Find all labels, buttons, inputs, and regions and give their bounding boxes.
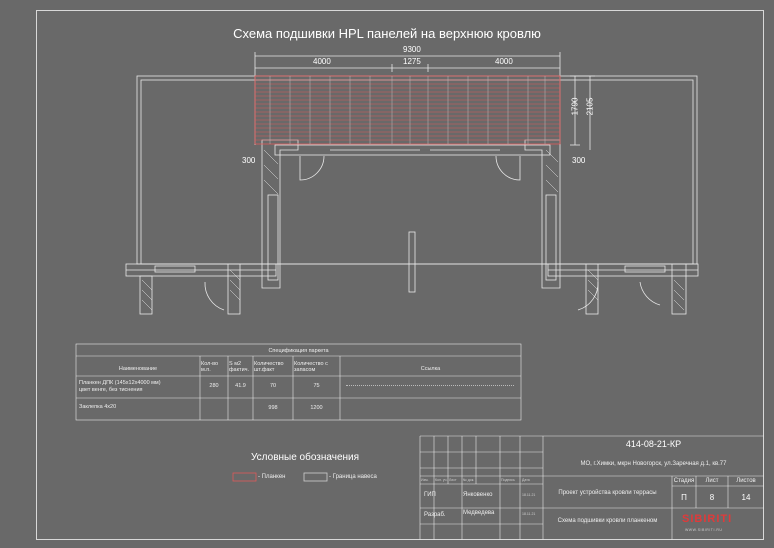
- building-wall-left: [261, 139, 299, 289]
- col-head-qty: Кол. уч.: [435, 478, 448, 482]
- canopy-boundary-inner: [140, 79, 694, 265]
- col-head-change: Изм.: [421, 478, 429, 482]
- spec-table-caption: Спецификация паркета: [268, 348, 329, 354]
- dim-center-span: 1275: [403, 57, 421, 66]
- center-pillar: [408, 231, 416, 293]
- dim-total-width: 9300: [403, 45, 421, 54]
- planken-area: [254, 75, 561, 145]
- title-block-grid: [419, 435, 764, 540]
- spec-header-qty-fact: Количество шт.факт: [254, 361, 284, 373]
- legend-swatch-boundary: [303, 472, 328, 482]
- company-website: WWW.SIBIRITI.RU: [685, 528, 723, 532]
- col-head-signature: Подпись: [501, 478, 515, 482]
- stage-value: П: [681, 493, 687, 502]
- building-wall-right: [524, 139, 561, 289]
- dim-depth-inner: 1790: [570, 97, 580, 116]
- legend-label-boundary: - Граница навеса: [329, 474, 377, 480]
- spec-row1-qty-reserve: 75: [313, 383, 320, 389]
- dim-left-span: 4000: [313, 57, 331, 66]
- drawing-title: Схема подшивки HPL панелей на верхнюю кр…: [233, 26, 541, 41]
- spec-row1-qty-mp: 280: [209, 383, 219, 389]
- spec-header-name: Наименование: [118, 366, 158, 372]
- stage-label: Стадия: [673, 478, 695, 484]
- col-head-sheet: Лист: [449, 478, 457, 482]
- spec-row1-name-line1: Планкен ДПК (145x12x4000 мм): [79, 380, 161, 386]
- date-chief-engineer: 18.11.21: [522, 493, 536, 497]
- spec-header-qty-mp: Кол-во м.п.: [201, 361, 219, 373]
- legend-title: Условные обозначения: [251, 452, 360, 463]
- drawing-sheet-frame: [36, 10, 764, 540]
- canopy-ledge: [274, 144, 551, 156]
- spec-header-area: S м2 фактич.: [229, 361, 250, 373]
- sheet-number: 8: [709, 493, 715, 502]
- spec-table-grid: [75, 343, 522, 421]
- sheets-label: Листов: [736, 478, 756, 484]
- dim-right-span: 4000: [495, 57, 513, 66]
- column-left: [267, 194, 279, 281]
- role-chief-engineer: ГИП: [424, 492, 436, 498]
- person-developer: Медведева: [463, 510, 495, 516]
- project-name: Проект устройства кровли террасы: [558, 490, 657, 496]
- spec-header-link: Ссылка: [420, 366, 441, 372]
- column-right: [545, 194, 557, 281]
- spec-row2-qty-reserve: 1200: [310, 405, 323, 411]
- dim-right-offset: 300: [572, 156, 586, 165]
- spec-row2-qty-fact: 998: [268, 405, 278, 411]
- document-code: 414-08-21-КР: [625, 439, 682, 449]
- dim-left-offset: 300: [242, 156, 256, 165]
- legend-swatch-planken: [232, 472, 257, 482]
- spec-row1-link-placeholder: [346, 385, 514, 386]
- spec-row1-name-line2: цвет венге, без тиснения: [79, 387, 143, 393]
- col-head-date: Дата: [522, 478, 530, 482]
- sheet-label: Лист: [705, 478, 719, 484]
- spec-header-qty-reserve: Количество с запасом: [294, 361, 328, 373]
- sheet-name: Схема подшивки кровли планкеном: [557, 518, 658, 524]
- project-address: МО, г.Химки, мкрн Новогорск, ул.Заречная…: [580, 461, 727, 467]
- company-logo: SIBIRITI: [682, 513, 733, 525]
- person-chief-engineer: Янковенко: [463, 492, 493, 498]
- date-developer: 18.11.21: [522, 512, 536, 516]
- col-head-docnum: № док.: [463, 478, 475, 482]
- role-developer: Разраб.: [424, 512, 446, 518]
- spec-row1-qty-fact: 70: [269, 383, 277, 389]
- dim-depth-outer: 2105: [585, 97, 595, 116]
- sheets-total: 14: [741, 493, 751, 502]
- spec-row2-name-line1: Заклепка 4x20: [79, 404, 117, 410]
- spec-row1-area: 41.9: [235, 383, 246, 389]
- legend-label-planken: - Планкен: [258, 474, 286, 480]
